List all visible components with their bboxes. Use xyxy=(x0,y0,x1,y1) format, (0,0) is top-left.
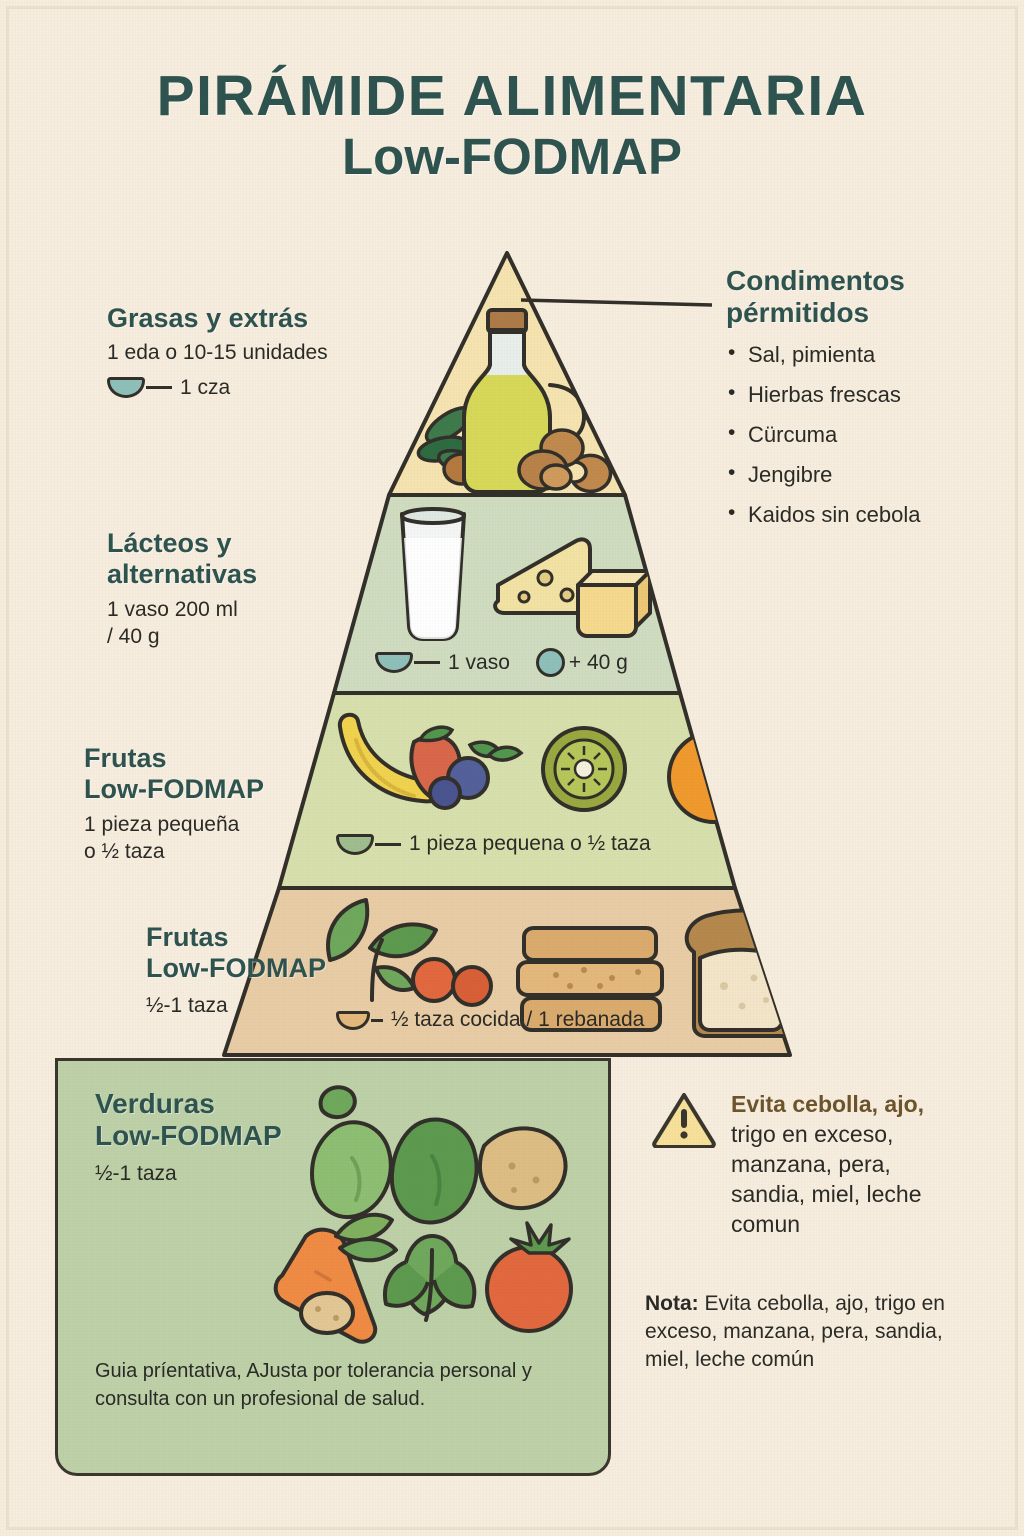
grains-title-line-1: Frutas xyxy=(146,922,229,952)
dairy-chip-label-2: + 40 g xyxy=(568,650,628,674)
list-item: Cürcuma xyxy=(726,422,996,446)
dairy-icons xyxy=(400,507,652,641)
grains-portion: ½-1 taza xyxy=(146,993,228,1017)
avoid-warning-text: Evita cebolla, ajo, trigo en exceso, man… xyxy=(731,1090,971,1239)
pyramid-tier-grains xyxy=(222,886,792,1057)
footer-disclaimer: Guia príentativa, AJusta por tolerancia … xyxy=(95,1360,532,1411)
fruits-chip-label: 1 pieza pequena o ½ taza xyxy=(409,832,651,855)
list-item: Hierbas frescas xyxy=(726,382,996,406)
fats-icons xyxy=(416,308,613,494)
cheese-wedge-icon xyxy=(493,537,592,615)
dairy-legend-chips: 1 vaso + 40 g xyxy=(375,648,628,677)
dairy-title-line-1: Lácteos y xyxy=(107,528,232,558)
avoid-warning-block: Evita cebolla, ajo, trigo en exceso, man… xyxy=(651,1090,981,1239)
pyramid-tier-fats xyxy=(387,251,627,497)
poster-border xyxy=(6,6,1018,1530)
zucchini-icon-2 xyxy=(389,1117,479,1225)
avoid-warning-rest: trigo en exceso, manzana, pera, sandia, … xyxy=(731,1120,922,1237)
fats-legend-chip: 1 cza xyxy=(107,376,392,400)
fruits-portion-line-2: o ½ taza xyxy=(84,840,165,864)
pyramid-tier-fruits xyxy=(277,691,737,890)
pyramid-tier-dairy xyxy=(332,493,682,695)
milk-glass-icon xyxy=(400,507,466,641)
bowl-measure-icon xyxy=(107,377,145,399)
legend-leader-line xyxy=(414,661,440,664)
fats-chip-label: 1 cza xyxy=(180,375,231,399)
portion-dot-icon xyxy=(535,648,565,677)
vegetables-title-line-1: Verduras xyxy=(95,1088,215,1119)
fruits-label-block: Frutas Low-FODMAP 1 pieza pequeña o ½ ta… xyxy=(84,743,354,865)
leafy-green-icon xyxy=(383,1234,477,1322)
vegetables-title-line-2: Low-FODMAP xyxy=(95,1120,282,1152)
list-item: Jengibre xyxy=(726,462,996,486)
grains-chip-label: ½ taza cocida / 1 rebanada xyxy=(391,1008,645,1031)
bowl-measure-icon xyxy=(375,652,413,673)
list-item: Sal, pimienta xyxy=(726,342,996,366)
condiments-leader-line xyxy=(520,298,713,307)
fruits-portion-line-1: 1 pieza pequeña xyxy=(84,812,240,836)
page-title: PIRÁMIDE ALIMENTARIA Low-FODMAP xyxy=(0,64,1024,186)
tomato-icon xyxy=(411,957,493,1007)
fats-portion: 1 eda o 10-15 unidades xyxy=(107,341,328,365)
zucchini-icon xyxy=(310,1085,393,1220)
note-lead: Nota: xyxy=(645,1292,699,1315)
note-body: Evita cebolla, ajo, trigo en exceso, man… xyxy=(645,1292,945,1371)
bowl-measure-icon xyxy=(336,833,374,855)
potato-icon xyxy=(477,1126,568,1211)
vegetables-portion: ½-1 taza xyxy=(95,1161,177,1185)
bowl-measure-icon xyxy=(336,1010,370,1030)
bread-loaf-icon xyxy=(684,908,790,1038)
kiwi-icon xyxy=(541,726,627,812)
condiments-title-line-2: pérmitidos xyxy=(726,297,870,329)
fruits-legend-chip: 1 pieza pequena o ½ taza xyxy=(336,832,651,856)
fats-label-block: Grasas y extrás 1 eda o 10-15 unidades 1… xyxy=(107,303,392,400)
dairy-label-block: Lácteos y alternativas 1 vaso 200 ml / 4… xyxy=(107,528,357,650)
avoid-warning-strong: Evita cebolla, ajo, xyxy=(731,1091,925,1117)
grains-label-block: Frutas Low-FODMAP ½-1 taza xyxy=(146,922,376,1018)
warning-triangle-icon xyxy=(652,1093,716,1148)
butter-block-icon xyxy=(576,569,652,638)
fruit-icons xyxy=(337,710,735,824)
vegetable-icons xyxy=(273,1085,573,1344)
nuts-icon xyxy=(517,428,613,494)
title-line-2: Low-FODMAP xyxy=(342,127,682,185)
condiments-block: Condimentos pérmitidos Sal, pimienta Hie… xyxy=(726,265,996,544)
blueberry-icon xyxy=(428,740,524,810)
fats-title: Grasas y extrás xyxy=(107,303,309,333)
legend-leader-line xyxy=(371,1018,383,1022)
tomato-icon-3 xyxy=(485,1221,573,1333)
title-line-1: PIRÁMIDE ALIMENTARIA xyxy=(156,64,868,128)
legend-leader-line xyxy=(375,842,401,846)
dairy-title-line-2: alternativas xyxy=(107,559,258,590)
potato-icon-2 xyxy=(299,1291,355,1335)
condiments-title-line-1: Condimentos xyxy=(726,265,905,296)
dairy-chip-label-1: 1 vaso xyxy=(448,650,510,674)
grains-title-line-2: Low-FODMAP xyxy=(146,953,326,984)
dairy-portion-line-2: / 40 g xyxy=(107,625,160,649)
condiments-list: Sal, pimienta Hierbas frescas Cürcuma Je… xyxy=(726,342,996,526)
note-block: Nota: Evita cebolla, ajo, trigo en exces… xyxy=(645,1290,945,1374)
list-item: Kaidos sin cebola xyxy=(726,502,996,526)
dairy-portion-line-1: 1 vaso 200 ml xyxy=(107,597,238,621)
fruits-title-line-1: Frutas xyxy=(84,743,167,773)
vegetables-label-block: Verduras Low-FODMAP ½-1 taza xyxy=(95,1088,282,1186)
grains-legend-chip: ½ taza cocida / 1 rebanada xyxy=(336,1008,644,1032)
fruits-title-line-2: Low-FODMAP xyxy=(84,774,264,805)
legend-leader-line xyxy=(146,386,172,390)
crackers-icon xyxy=(516,926,664,1032)
